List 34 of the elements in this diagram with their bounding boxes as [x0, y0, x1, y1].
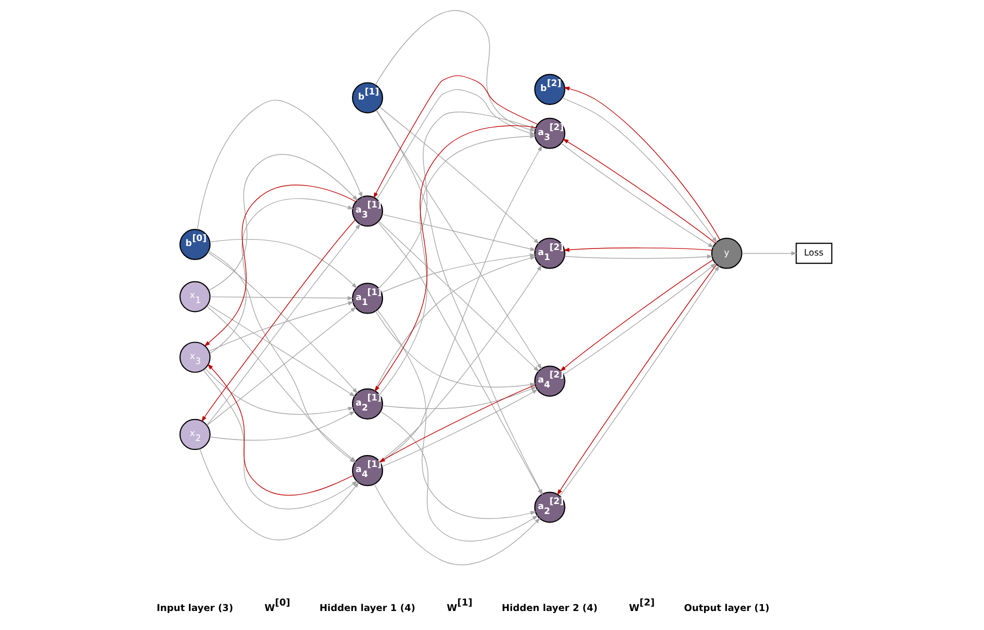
arrow [379, 264, 542, 462]
arrow [208, 154, 358, 291]
arrow [196, 100, 362, 230]
arrow [378, 220, 540, 372]
arrow [208, 301, 354, 352]
arrow [374, 256, 536, 391]
arrow [207, 364, 354, 496]
arrow [209, 198, 354, 354]
arrow [206, 306, 356, 426]
label: Hidden layer 2 (4) [502, 603, 598, 614]
arrow [376, 110, 542, 370]
arrow [204, 368, 354, 415]
arrow [380, 145, 542, 463]
arrow [199, 448, 360, 540]
arrow [375, 310, 536, 388]
arrow [374, 484, 540, 566]
arrow [382, 386, 537, 409]
arrow [377, 310, 536, 519]
arrow [210, 296, 354, 300]
arrow [382, 214, 536, 251]
arrow [210, 410, 356, 441]
arrow [564, 254, 713, 259]
arrow [209, 238, 358, 288]
arrow [204, 184, 356, 347]
label: Hidden layer 1 (4) [319, 603, 416, 614]
arrow [742, 251, 798, 256]
arrow [208, 304, 356, 397]
arrow [207, 252, 358, 394]
label: Input layer (3) [156, 603, 234, 614]
arrow [379, 106, 540, 244]
arrow [564, 248, 712, 252]
arrow [380, 411, 538, 542]
node-box: Loss [796, 242, 832, 264]
label: Output layer (1) [684, 603, 770, 614]
